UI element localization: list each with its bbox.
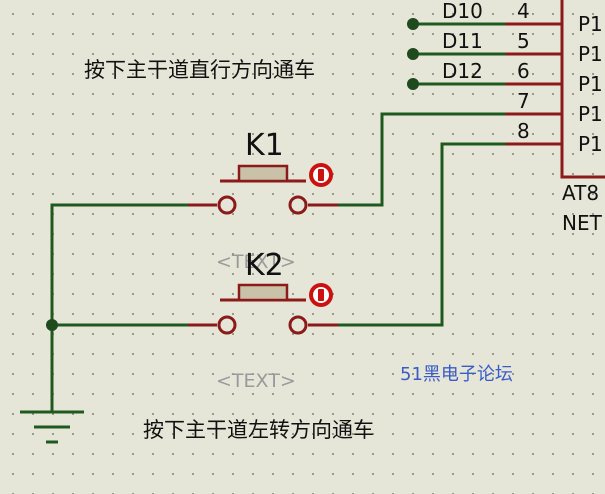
pin-8-number: 8 xyxy=(517,119,530,143)
pin-4-number: 4 xyxy=(517,0,530,23)
k1-left-contact[interactable] xyxy=(217,195,237,215)
chip-body[interactable] xyxy=(560,0,605,179)
pushbutton-k2[interactable]: K2 xyxy=(188,248,338,335)
pushbutton-k1[interactable]: K1 xyxy=(188,128,338,215)
pin-7-number: 7 xyxy=(517,89,530,113)
k2-left-contact[interactable] xyxy=(217,315,237,335)
note-left-turn[interactable]: 按下主干道左转方向通车 xyxy=(143,418,374,442)
wires xyxy=(46,112,506,414)
k1-text-placeholder: <TEXT> xyxy=(216,251,296,273)
net-label-d12: D12 xyxy=(442,59,483,83)
pin-7-name: P1 xyxy=(578,102,603,126)
k2-reference-label: K2 xyxy=(245,248,284,283)
pin-5-name: P1 xyxy=(578,42,603,66)
pin-5-number: 5 xyxy=(517,29,530,53)
wire-k1-to-pin7[interactable] xyxy=(336,112,506,207)
k1-button-cap[interactable] xyxy=(237,164,289,183)
pin-6-name: P1 xyxy=(578,72,603,96)
pin-6-number: 6 xyxy=(517,59,530,83)
net-terminal-d11[interactable] xyxy=(407,48,419,60)
junction-node[interactable] xyxy=(46,319,58,331)
net-terminal-d12[interactable] xyxy=(407,78,419,90)
k2-logic-probe-icon[interactable] xyxy=(309,283,333,307)
watermark-text: 51黑电子论坛 xyxy=(400,364,513,385)
k2-right-contact[interactable] xyxy=(288,315,308,335)
net-label-d10: D10 xyxy=(442,0,483,23)
k1-logic-probe-icon[interactable] xyxy=(309,163,333,187)
microcontroller-chip[interactable]: 4 5 6 7 8 P1 P1 P1 P1 P1 AT8 NET xyxy=(504,0,605,235)
note-straight-through[interactable]: 按下主干道直行方向通车 xyxy=(84,58,315,82)
net-terminal-d10[interactable] xyxy=(407,18,419,30)
ground-symbol[interactable] xyxy=(20,410,84,444)
wire-k2-to-pin8[interactable] xyxy=(336,142,506,327)
k1-reference-label: K1 xyxy=(245,128,284,163)
pin-4-name: P1 xyxy=(578,12,603,36)
k1-right-contact[interactable] xyxy=(288,195,308,215)
chip-net-label: NET xyxy=(562,211,603,235)
net-label-d11: D11 xyxy=(442,29,483,53)
net-label-group: D10 D11 D12 xyxy=(407,0,506,90)
chip-part-label: AT8 xyxy=(562,181,599,205)
pin-8-name: P1 xyxy=(578,132,603,156)
wire-ground-rail[interactable] xyxy=(50,203,190,414)
k2-text-placeholder: <TEXT> xyxy=(216,370,296,392)
k2-button-cap[interactable] xyxy=(237,283,289,302)
